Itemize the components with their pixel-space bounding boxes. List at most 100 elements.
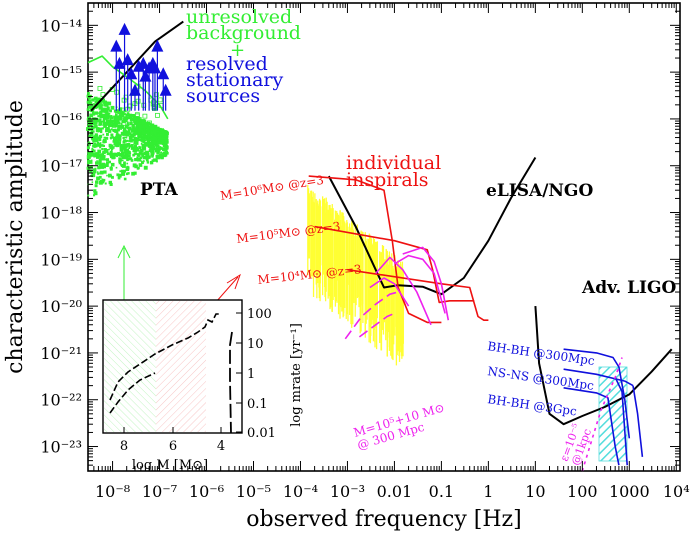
unresolved-point: [120, 154, 124, 158]
unresolved-point: [126, 158, 129, 162]
unresolved-point: [143, 126, 146, 129]
unresolved-point: [137, 126, 140, 129]
unresolved-point: [104, 101, 107, 104]
unresolved-point: [87, 105, 91, 109]
unresolved-point: [93, 191, 98, 196]
unresolved-open-point: [111, 122, 117, 128]
unresolved-point: [105, 115, 110, 120]
inset-long-dash-drop: [229, 331, 233, 434]
unresolved-point: [97, 166, 101, 170]
unresolved-open-point: [115, 111, 120, 117]
unresolved-point: [119, 155, 121, 157]
unresolved-point: [128, 140, 131, 143]
unresolved-open-point: [157, 97, 163, 103]
unresolved-point: [95, 143, 98, 146]
unresolved-point: [151, 148, 155, 152]
unresolved-point: [132, 133, 136, 137]
unresolved-point: [91, 98, 95, 102]
unresolved-point: [93, 194, 96, 197]
inset-ytick-0.01: 0.01: [247, 426, 276, 441]
unresolved-point: [132, 150, 135, 153]
unresolved-point: [148, 134, 152, 138]
unresolved-point: [99, 115, 102, 118]
label-plus: +: [230, 40, 245, 61]
y-tick-label: 10⁻¹⁶: [40, 110, 82, 129]
unresolved-point: [96, 136, 100, 140]
x-tick-label: 100: [567, 482, 598, 501]
unresolved-point: [110, 155, 113, 159]
resolved-source-marker: [128, 83, 141, 96]
unresolved-point: [114, 138, 117, 140]
unresolved-point: [120, 111, 125, 116]
x-tick-label: 10⁻⁸: [95, 482, 130, 501]
nsns-300-curve: [563, 368, 634, 387]
unresolved-point: [127, 121, 129, 124]
unresolved-point: [117, 121, 121, 125]
y-tick-label: 10⁻¹⁹: [40, 250, 82, 269]
unresolved-point: [134, 158, 138, 162]
unresolved-point: [91, 173, 96, 178]
unresolved-point: [93, 135, 97, 139]
unresolved-point: [88, 135, 91, 138]
unresolved-point: [105, 136, 109, 140]
x-tick-label: 10⁻⁵: [236, 482, 271, 501]
unresolved-point: [122, 127, 127, 131]
unresolved-point: [95, 152, 99, 157]
unresolved-point: [136, 157, 141, 162]
unresolved-point: [101, 127, 104, 130]
unresolved-point: [125, 172, 129, 176]
unresolved-point: [94, 111, 98, 115]
unresolved-point: [125, 136, 128, 139]
unresolved-point: [125, 119, 128, 123]
unresolved-point: [88, 97, 91, 100]
unresolved-point: [145, 154, 149, 159]
unresolved-point: [135, 124, 138, 127]
unresolved-point: [128, 147, 130, 149]
unresolved-point: [89, 113, 94, 118]
unresolved-point: [88, 156, 91, 159]
unresolved-point: [99, 146, 102, 149]
unresolved-point: [164, 141, 168, 145]
unresolved-point: [160, 129, 162, 131]
unresolved-point: [116, 145, 118, 148]
unresolved-open-point: [99, 120, 105, 126]
unresolved-point: [124, 116, 129, 121]
unresolved-point: [161, 139, 166, 144]
unresolved-point: [103, 157, 106, 160]
unresolved-point: [94, 138, 98, 143]
unresolved-point: [122, 117, 124, 119]
unresolved-point: [102, 140, 106, 144]
unresolved-point: [93, 190, 95, 192]
unresolved-point: [143, 135, 146, 138]
unresolved-point: [126, 162, 129, 165]
inset-ticks: [123, 312, 242, 433]
unresolved-point: [133, 171, 137, 175]
unresolved-point: [92, 112, 94, 115]
unresolved-point: [95, 161, 99, 165]
unresolved-point: [113, 142, 117, 146]
unresolved-point: [140, 121, 143, 123]
y-tick-label: 10⁻¹⁷: [40, 157, 82, 176]
unresolved-point: [89, 105, 91, 108]
unresolved-point: [121, 155, 126, 159]
emri-dash-1-curve: [344, 291, 399, 340]
unresolved-point: [125, 169, 128, 172]
unresolved-point: [130, 134, 133, 137]
unresolved-point: [132, 132, 135, 135]
unresolved-point: [141, 161, 144, 164]
unresolved-point: [127, 154, 131, 158]
unresolved-point: [135, 119, 139, 123]
unresolved-point: [137, 118, 142, 122]
unresolved-point: [133, 116, 135, 118]
unresolved-open-point: [136, 117, 142, 122]
unresolved-point: [138, 145, 141, 148]
unresolved-point: [134, 131, 137, 134]
unresolved-point: [142, 121, 147, 125]
unresolved-point: [137, 126, 141, 130]
unresolved-point: [136, 127, 138, 129]
unresolved-point: [158, 133, 161, 137]
unresolved-point: [87, 161, 90, 165]
unresolved-point: [126, 123, 130, 126]
unresolved-point: [124, 136, 127, 139]
unresolved-point: [148, 141, 153, 146]
